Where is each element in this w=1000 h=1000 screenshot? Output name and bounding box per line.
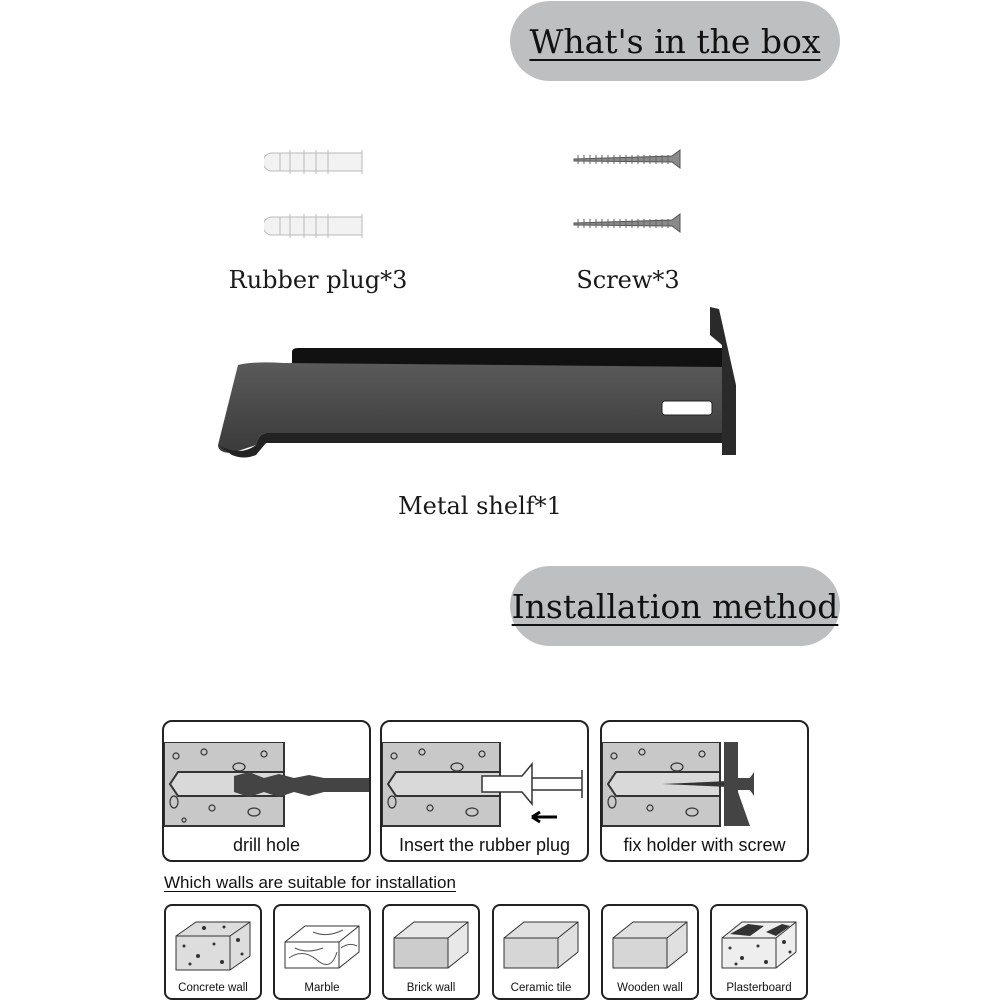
wall-brick-label: Brick wall <box>406 982 456 994</box>
concrete-icon <box>175 921 251 971</box>
wall-wooden-label: Wooden wall <box>617 982 683 994</box>
step-fix-screw-label: fix holder with screw <box>623 835 786 855</box>
screw-fix-icon <box>602 742 754 827</box>
plasterboard-icon <box>721 921 797 969</box>
step-drill-hole: drill hole <box>162 720 371 862</box>
metal-shelf-label: Metal shelf*1 <box>398 492 562 520</box>
wall-plasterboard: Plasterboard <box>710 904 808 1000</box>
step-drill-hole-label: drill hole <box>232 835 301 855</box>
wall-ceramic: Ceramic tile <box>492 904 590 1000</box>
wall-ceramic-label: Ceramic tile <box>510 982 572 994</box>
brick-icon <box>393 921 469 969</box>
wall-marble-label: Marble <box>304 982 340 994</box>
marble-icon <box>284 925 360 969</box>
walls-heading: Which walls are suitable for installatio… <box>164 873 456 892</box>
drill-icon <box>164 742 369 827</box>
wall-plasterboard-label: Plasterboard <box>726 982 792 994</box>
rubber-plug-label: Rubber plug*3 <box>228 266 408 294</box>
install-section-title-pill: Installation method <box>510 566 840 646</box>
wood-icon <box>612 921 688 969</box>
ceramic-icon <box>503 921 579 969</box>
box-section-title: What's in the box <box>529 21 821 61</box>
wall-marble: Marble <box>273 904 371 1000</box>
plug-insert-icon <box>382 742 583 827</box>
rubber-plug-icon <box>264 150 363 238</box>
screw-label: Screw*3 <box>576 266 680 294</box>
wall-brick: Brick wall <box>382 904 480 1000</box>
step-insert-plug-label: Insert the rubber plug <box>398 835 571 855</box>
screw-icon <box>573 149 681 233</box>
install-section-title: Installation method <box>511 586 839 626</box>
step-fix-screw: fix holder with screw <box>600 720 809 862</box>
wall-concrete: Concrete wall <box>164 904 262 1000</box>
metal-shelf-icon <box>218 307 736 458</box>
step-insert-plug: Insert the rubber plug <box>380 720 589 862</box>
wall-concrete-label: Concrete wall <box>178 982 248 994</box>
box-section-title-pill: What's in the box <box>510 1 840 81</box>
wall-wooden: Wooden wall <box>601 904 699 1000</box>
